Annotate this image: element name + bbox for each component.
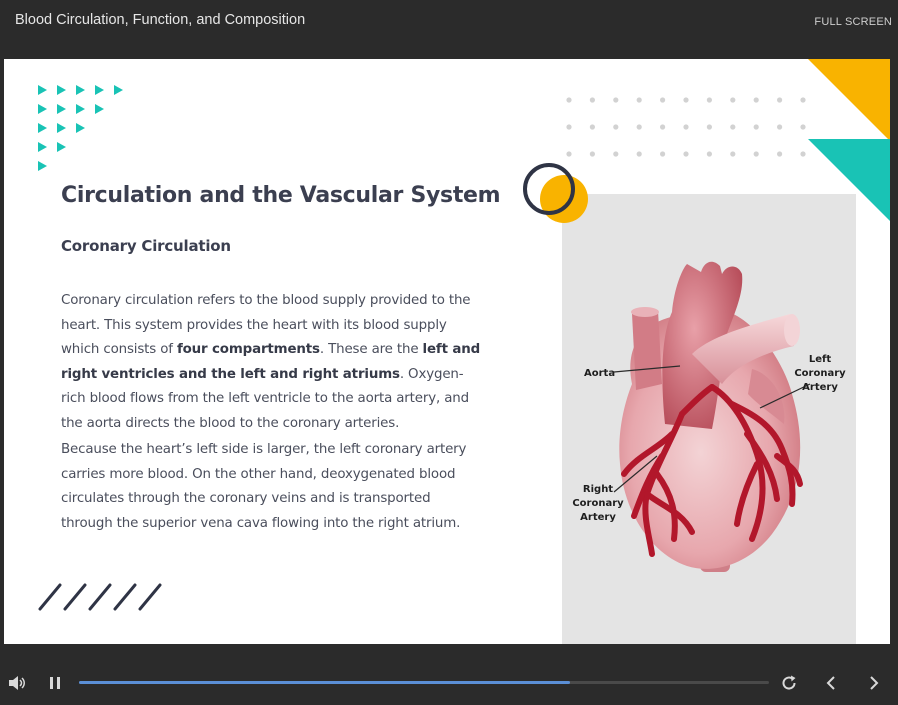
slide-subheading: Coronary Circulation <box>61 237 231 255</box>
label-right-coronary-2: Coronary <box>572 498 624 509</box>
pause-icon[interactable] <box>49 676 61 690</box>
progress-bar[interactable] <box>79 681 769 684</box>
label-left-coronary-1: Left <box>809 354 832 365</box>
bold-ventricles-atriums: left and right ventricles and the left a… <box>61 342 481 382</box>
slide-heading: Circulation and the Vascular System <box>61 183 501 208</box>
progress-bar-fill <box>79 681 571 684</box>
label-right-coronary-1: Right <box>583 484 613 495</box>
label-aorta: Aorta <box>584 368 615 379</box>
corner-teal-triangle <box>808 139 890 221</box>
label-right-coronary-3: Artery <box>580 512 616 523</box>
dot-grid-decoration <box>566 97 806 157</box>
label-left-coronary-2: Coronary <box>794 368 846 379</box>
chevron-right-icon[interactable] <box>867 675 881 691</box>
paragraph-2: Because the heart’s left side is larger,… <box>61 442 467 531</box>
heart-image-panel: Aorta Left Coronary Artery Right Coronar… <box>562 194 856 644</box>
triangle-pattern-decoration <box>38 85 123 171</box>
player-controls <box>0 660 898 705</box>
top-bar: Blood Circulation, Function, and Composi… <box>0 0 898 46</box>
paragraph-1: Coronary circulation refers to the blood… <box>61 293 481 431</box>
circle-ring-decoration <box>523 163 588 223</box>
label-left-coronary-3: Artery <box>802 382 838 393</box>
fullscreen-button[interactable]: FULL SCREEN <box>814 16 892 28</box>
chevron-left-icon[interactable] <box>824 675 838 691</box>
bold-four-compartments: four compartments <box>176 342 320 357</box>
slash-lines-decoration <box>38 583 162 611</box>
slide: Circulation and the Vascular System Coro… <box>4 59 890 644</box>
volume-icon[interactable] <box>8 675 26 691</box>
heart-illustration: Aorta Left Coronary Artery Right Coronar… <box>572 261 846 572</box>
replay-icon[interactable] <box>780 674 798 692</box>
course-title: Blood Circulation, Function, and Composi… <box>15 12 306 28</box>
corner-yellow-triangle <box>808 59 890 141</box>
